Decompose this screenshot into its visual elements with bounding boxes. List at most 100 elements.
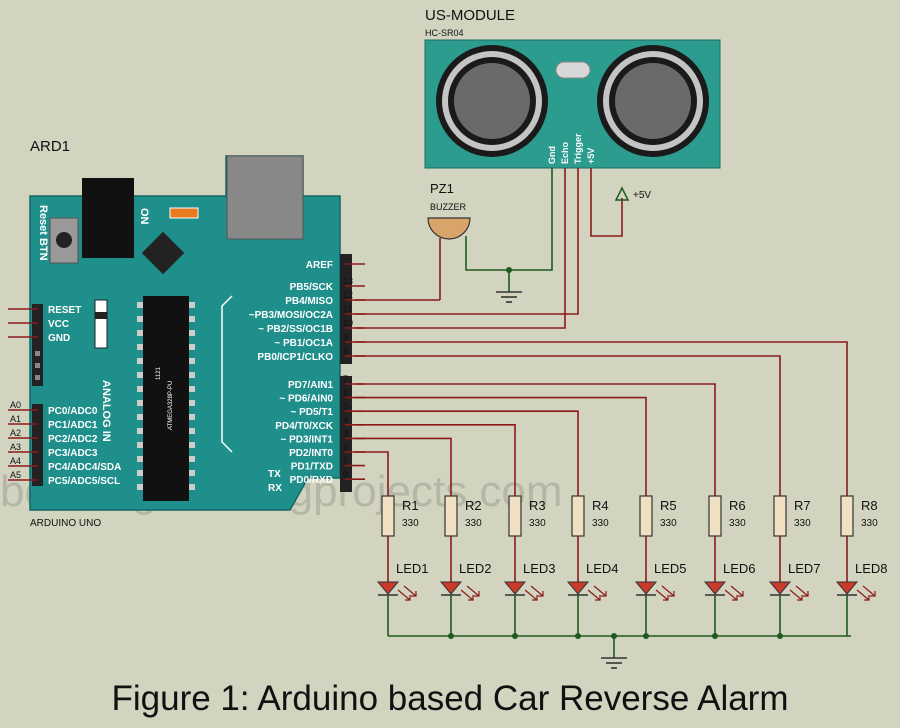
digital-pin-label: ~ PB2/SS/OC1B <box>258 324 333 335</box>
digital-header-low <box>340 376 352 492</box>
power-header <box>32 304 43 386</box>
led-label: LED1 <box>396 561 429 576</box>
reset-label: Reset BTN <box>37 205 49 261</box>
chip-pin-left <box>137 358 143 364</box>
digital-pin-label: PB5/SCK <box>290 282 334 293</box>
chip-pin-left <box>137 414 143 420</box>
led-symbol <box>703 581 727 595</box>
resistor <box>508 495 522 537</box>
digital-pin-label: ~ PB1/OC1A <box>274 338 333 349</box>
resistor-value: 330 <box>465 518 482 529</box>
digital-pin-num: 7 <box>343 374 348 384</box>
us-module-part: HC-SR04 <box>425 28 464 38</box>
digital-pin-label: PD4/T0/XCK <box>275 421 334 432</box>
led-symbol <box>376 581 400 595</box>
analog-pin-num: A4 <box>10 456 21 466</box>
chip-pin-left <box>137 330 143 336</box>
led-symbol <box>835 581 859 595</box>
resistor <box>381 495 395 537</box>
analog-pin-label: PC1/ADC1 <box>48 420 98 431</box>
header-hole <box>35 363 40 368</box>
digital-pin-label: ~ PD6/AIN0 <box>279 394 333 405</box>
resistor-ref: R2 <box>465 498 482 513</box>
digital-pin-label: PD1/TXD <box>291 462 333 473</box>
led-symbol <box>439 581 463 595</box>
usb-connector <box>226 155 304 240</box>
resistor <box>840 495 854 537</box>
aref-label: AREF <box>306 260 333 271</box>
analog-pin-num: A1 <box>10 414 21 424</box>
digital-header-high <box>340 254 352 364</box>
resistor-value: 330 <box>861 518 878 529</box>
digital-pin-label: PB0/ICP1/CLKO <box>257 352 333 363</box>
chip-pin-right <box>189 428 195 434</box>
power-jack <box>82 178 134 258</box>
header-hole <box>35 351 40 356</box>
led-label: LED2 <box>459 561 492 576</box>
chip-pin-left <box>137 302 143 308</box>
chip-pin-right <box>189 372 195 378</box>
analog-pin-num: A2 <box>10 428 21 438</box>
analog-pin-num: A3 <box>10 442 21 452</box>
digital-pin-label: PD0/RXD <box>290 475 333 486</box>
board-name: ARDUINO UNO <box>30 518 101 529</box>
chip-pin-left <box>137 484 143 490</box>
chip-pin-right <box>189 302 195 308</box>
chip-pin-right <box>189 330 195 336</box>
board-outline-mark <box>221 295 233 453</box>
diode <box>94 299 108 349</box>
resistor-ref: R6 <box>729 498 746 513</box>
digital-pin-num: 3 <box>343 428 348 438</box>
resistor <box>444 495 458 537</box>
digital-pin-num: 13 <box>343 276 353 286</box>
resistor-ref: R3 <box>529 498 546 513</box>
resistor-value: 330 <box>529 518 546 529</box>
chip-pin-left <box>137 372 143 378</box>
led-light-arrows-icon <box>397 585 417 601</box>
led-symbol <box>768 581 792 595</box>
led-wire <box>355 451 389 496</box>
digital-pin-label: ~PB3/MOSI/OC2A <box>249 310 333 321</box>
analog-pin-label: PC5/ADC5/SCL <box>48 476 120 487</box>
digital-pin-label: ~ PD3/INT1 <box>280 434 333 445</box>
led-label: LED3 <box>523 561 556 576</box>
chip-pin-right <box>189 316 195 322</box>
ground-icon <box>496 291 522 303</box>
reset-button-cap[interactable] <box>56 232 72 248</box>
tx-label: TX <box>268 469 281 480</box>
led-light-arrows-icon <box>789 585 809 601</box>
resistor-ref: R7 <box>794 498 811 513</box>
chip-pin-right <box>189 344 195 350</box>
led-wire <box>355 341 848 496</box>
analog-pin-label: PC2/ADC2 <box>48 434 98 445</box>
analog-pin-num: A5 <box>10 470 21 480</box>
arduino-ref: ARD1 <box>30 138 70 155</box>
figure-caption: Figure 1: Arduino based Car Reverse Alar… <box>112 679 789 718</box>
digital-pin-num: 11 <box>343 304 352 314</box>
transducer-left <box>436 45 548 157</box>
chip-pin-right <box>189 386 195 392</box>
led-symbol <box>566 581 590 595</box>
digital-pin-label: PD2/INT0 <box>289 448 333 459</box>
crystal-oscillator <box>555 61 591 79</box>
us-pin-label-3: +5V <box>586 148 596 164</box>
analog-pin-label: PC0/ADC0 <box>48 406 98 417</box>
digital-pin-num: 2 <box>343 442 348 452</box>
led-wire <box>355 424 516 496</box>
analog-header <box>32 404 43 486</box>
power-pin-label: RESET <box>48 305 81 316</box>
supply-arrow-icon <box>614 186 630 201</box>
chip-pin-right <box>189 470 195 476</box>
digital-pin-num: 8 <box>343 346 348 356</box>
digital-pin-num: 10 <box>343 318 353 328</box>
led-wire <box>355 410 579 496</box>
digital-pin-label: PD7/AIN1 <box>288 380 333 391</box>
on-led <box>169 207 199 219</box>
chip-pin-left <box>137 400 143 406</box>
resistor <box>773 495 787 537</box>
resistor-value: 330 <box>402 518 419 529</box>
led-wire <box>355 383 716 496</box>
chip-pin-left <box>137 386 143 392</box>
